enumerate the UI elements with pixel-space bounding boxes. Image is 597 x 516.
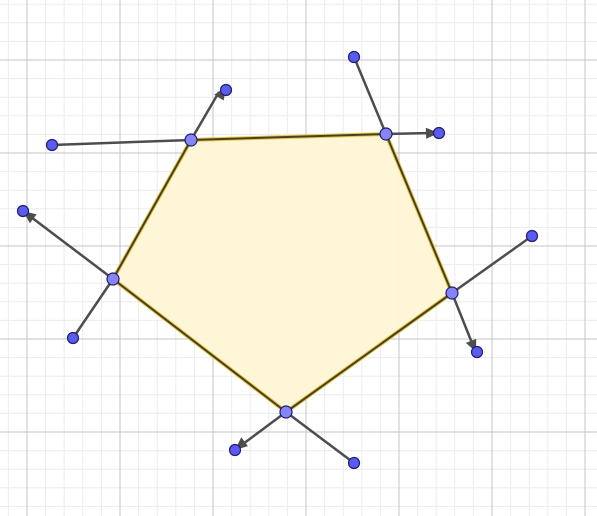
- vector-top-left[interactable]: [189, 91, 221, 141]
- endpoint-point-icon[interactable]: [219, 83, 233, 97]
- vertex-point-icon[interactable]: [379, 127, 393, 141]
- endpoint-point-icon[interactable]: [45, 138, 59, 152]
- pentagon-edge-top[interactable]: [190, 133, 387, 141]
- pentagon-edge-bottom-right[interactable]: [285, 292, 453, 413]
- endpoint-point-icon[interactable]: [470, 345, 484, 359]
- segment-right-to-endpoint[interactable]: [451, 234, 533, 295]
- vector-left[interactable]: [30, 216, 114, 280]
- segment-bottom-to-endpoint[interactable]: [285, 411, 355, 464]
- segments[interactable]: [23, 56, 533, 464]
- pentagon-edge-bottom-left[interactable]: [112, 278, 287, 413]
- pentagon-edge-left[interactable]: [112, 139, 192, 280]
- pentagon-edge-right[interactable]: [385, 133, 453, 294]
- endpoint-point-icon[interactable]: [16, 204, 30, 218]
- endpoint-point-icon[interactable]: [347, 50, 361, 64]
- endpoint-point-icon[interactable]: [432, 126, 446, 140]
- segment-top-right-to-endpoint[interactable]: [352, 56, 388, 135]
- endpoint-point-icon[interactable]: [525, 229, 539, 243]
- vector-right[interactable]: [450, 292, 474, 344]
- endpoint-point-icon[interactable]: [347, 456, 361, 470]
- vertex-point-icon[interactable]: [279, 405, 293, 419]
- segment-top-left-to-endpoint[interactable]: [51, 138, 192, 147]
- vertices[interactable]: [106, 127, 459, 419]
- endpoint-point-icon[interactable]: [228, 443, 242, 457]
- arrowhead-icon: [425, 127, 439, 139]
- endpoints[interactable]: [16, 50, 539, 470]
- vertex-point-icon[interactable]: [184, 133, 198, 147]
- vertex-point-icon[interactable]: [445, 286, 459, 300]
- vertex-point-icon[interactable]: [106, 272, 120, 286]
- vector-top-right[interactable]: [385, 131, 432, 136]
- vector-bottom[interactable]: [242, 410, 287, 446]
- pentagon[interactable]: [111, 132, 454, 414]
- endpoint-point-icon[interactable]: [66, 331, 80, 345]
- segment-left-to-endpoint[interactable]: [71, 278, 115, 339]
